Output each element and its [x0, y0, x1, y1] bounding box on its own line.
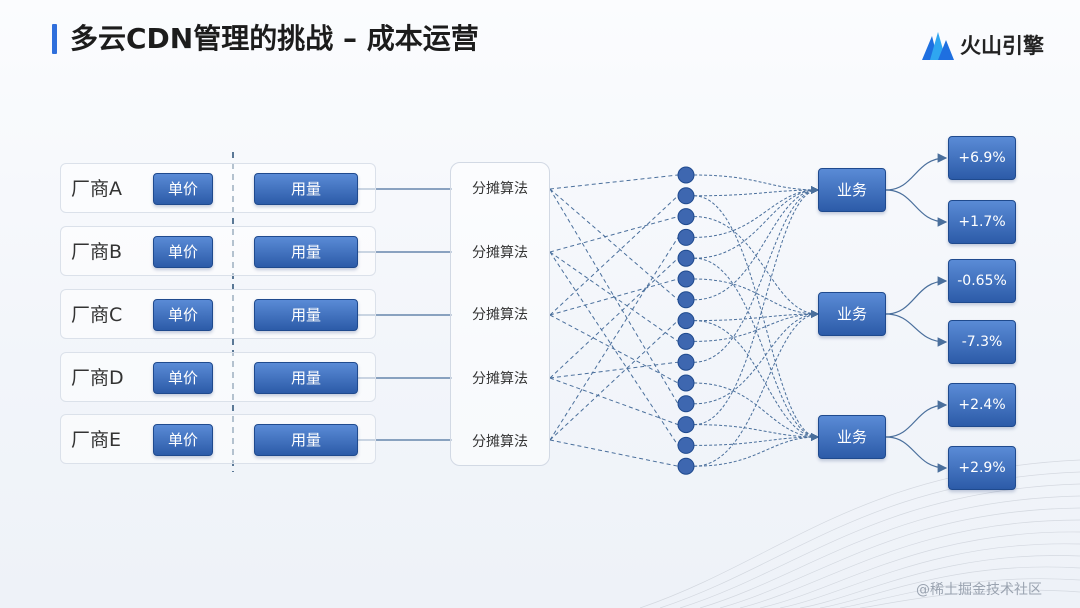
- allocation-to-node-line: [549, 314, 679, 384]
- cost-change-badge[interactable]: +1.7%: [948, 200, 1016, 244]
- cost-node: [677, 208, 695, 226]
- cost-node: [677, 353, 695, 371]
- node-to-business-line: [693, 186, 819, 426]
- node-to-business-line: [693, 278, 819, 318]
- business-to-change-line: [885, 153, 948, 191]
- logo-text: 火山引擎: [960, 34, 1044, 58]
- vendor-name: 厂商E: [71, 429, 122, 451]
- cost-node: [677, 416, 695, 434]
- cost-node: [677, 166, 695, 184]
- business-to-change-line: [885, 313, 948, 347]
- watermark: @稀土掘金技术社区: [916, 582, 1042, 598]
- node-to-business-line: [693, 310, 819, 322]
- cost-node: [677, 249, 695, 267]
- allocation-group-box: [450, 162, 550, 466]
- unit-price-button[interactable]: 单价: [153, 299, 213, 331]
- node-to-business-line: [693, 310, 819, 342]
- vendor-row-c: 厂商C 单价 用量: [60, 289, 376, 339]
- business-button[interactable]: 业务: [818, 415, 886, 459]
- node-to-business-line: [693, 433, 819, 446]
- cost-change-badge[interactable]: +2.9%: [948, 446, 1016, 490]
- unit-price-button[interactable]: 单价: [153, 236, 213, 268]
- node-to-business-line: [693, 382, 819, 441]
- unit-price-button[interactable]: 单价: [153, 424, 213, 456]
- vendor-row-b: 厂商B 单价 用量: [60, 226, 376, 276]
- allocation-algorithm-label: 分摊算法: [472, 181, 528, 197]
- cost-node: [677, 270, 695, 288]
- cost-node: [677, 436, 695, 454]
- cost-node: [677, 187, 695, 205]
- vendor-name: 厂商A: [71, 178, 122, 200]
- vendor-name: 厂商C: [71, 304, 123, 326]
- business-to-change-line: [885, 276, 948, 315]
- cost-node: [677, 312, 695, 330]
- business-to-change-line: [885, 189, 948, 227]
- cost-change-badge[interactable]: +2.4%: [948, 383, 1016, 427]
- usage-button[interactable]: 用量: [254, 362, 358, 394]
- usage-button[interactable]: 用量: [254, 424, 358, 456]
- node-to-business-line: [693, 310, 819, 467]
- cost-change-badge[interactable]: -7.3%: [948, 320, 1016, 364]
- unit-price-button[interactable]: 单价: [153, 173, 213, 205]
- vendor-name: 厂商D: [71, 367, 124, 389]
- vendor-name: 厂商B: [71, 241, 123, 263]
- volcano-logo-icon: [922, 32, 954, 60]
- cost-node: [677, 228, 695, 246]
- allocation-to-node-line: [549, 320, 679, 441]
- cost-node: [677, 457, 695, 475]
- allocation-to-node-line: [549, 188, 679, 301]
- node-to-business-line: [693, 310, 819, 405]
- cost-node: [677, 395, 695, 413]
- business-button[interactable]: 业务: [818, 292, 886, 336]
- cost-node: [677, 291, 695, 309]
- cost-change-badge[interactable]: +6.9%: [948, 136, 1016, 180]
- cost-change-badge[interactable]: -0.65%: [948, 259, 1016, 303]
- node-to-business-line: [693, 186, 819, 363]
- node-to-business-line: [693, 174, 819, 194]
- allocation-to-node-line: [549, 257, 679, 379]
- allocation-to-node-line: [549, 439, 679, 467]
- allocation-to-node-line: [549, 361, 679, 379]
- allocation-to-node-line: [549, 237, 679, 441]
- node-to-business-line: [693, 186, 819, 238]
- cost-node: [677, 374, 695, 392]
- node-to-business-line: [693, 195, 819, 441]
- allocation-to-node-line: [549, 195, 679, 316]
- usage-button[interactable]: 用量: [254, 173, 358, 205]
- business-to-change-line: [885, 400, 948, 438]
- node-to-business-line: [693, 320, 819, 441]
- node-to-business-line: [693, 424, 819, 441]
- allocation-to-node-line: [549, 377, 679, 426]
- allocation-to-node-line: [549, 278, 679, 316]
- allocation-algorithm-label: 分摊算法: [472, 434, 528, 450]
- usage-button[interactable]: 用量: [254, 236, 358, 268]
- unit-price-button[interactable]: 单价: [153, 362, 213, 394]
- business-to-change-line: [885, 436, 948, 473]
- allocation-to-node-line: [549, 174, 679, 190]
- node-to-business-line: [693, 257, 819, 441]
- node-to-business-line: [693, 216, 819, 318]
- vendor-row-d: 厂商D 单价 用量: [60, 352, 376, 402]
- vendor-row-e: 厂商E 单价 用量: [60, 414, 376, 464]
- node-to-business-line: [693, 186, 819, 259]
- page-title: 多云CDN管理的挑战 – 成本运营: [70, 22, 479, 55]
- allocation-algorithm-label: 分摊算法: [472, 307, 528, 323]
- node-to-business-line: [693, 433, 819, 467]
- business-button[interactable]: 业务: [818, 168, 886, 212]
- allocation-algorithm-label: 分摊算法: [472, 371, 528, 387]
- usage-button[interactable]: 用量: [254, 299, 358, 331]
- title-accent-bar: [52, 24, 57, 54]
- vendor-row-a: 厂商A 单价 用量: [60, 163, 376, 213]
- node-to-business-line: [693, 186, 819, 301]
- allocation-to-node-line: [549, 216, 679, 253]
- brand-logo: 火山引擎: [920, 30, 1060, 64]
- allocation-algorithm-label: 分摊算法: [472, 245, 528, 261]
- cost-node: [677, 332, 695, 350]
